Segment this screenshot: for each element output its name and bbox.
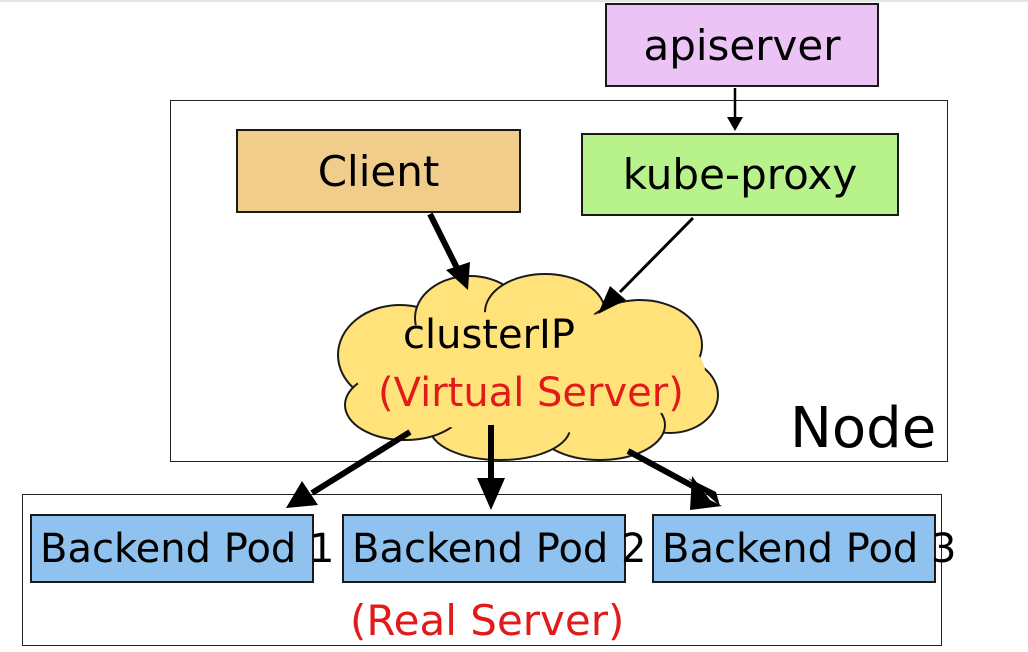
- client-label: Client: [317, 146, 440, 196]
- backend-pod-2-box: Backend Pod 2: [342, 514, 646, 583]
- edge-clusterip-pod1: [286, 429, 412, 508]
- apiserver-label: apiserver: [643, 20, 841, 70]
- backend-pod-3-label: Backend Pod 3: [662, 525, 957, 572]
- backend-pod-3-box: Backend Pod 3: [652, 514, 956, 583]
- edge-client-clusterip: [427, 212, 470, 290]
- clusterip-cloud: [337, 273, 719, 461]
- edge-kubeproxy-clusterip: [598, 216, 695, 314]
- backend-pod-2-label: Backend Pod 2: [352, 525, 647, 572]
- apiserver-box: apiserver: [605, 3, 879, 87]
- backend-pod-1-box: Backend Pod 1: [30, 514, 334, 583]
- virtual-server-label: (Virtual Server): [378, 370, 684, 416]
- kube-proxy-box: kube-proxy: [581, 133, 899, 216]
- edges: [286, 88, 743, 510]
- kube-proxy-label: kube-proxy: [622, 150, 858, 199]
- edge-apiserver-kubeproxy: [727, 88, 743, 131]
- top-divider: [0, 0, 1028, 2]
- real-server-label: (Real Server): [350, 596, 625, 645]
- real-server-frame: [22, 494, 942, 646]
- edge-clusterip-pod2: [477, 425, 505, 510]
- client-box: Client: [236, 129, 521, 213]
- backend-pod-1-label: Backend Pod 1: [40, 525, 335, 572]
- node-label: Node: [790, 396, 937, 461]
- clusterip-label: clusterIP: [403, 312, 575, 358]
- edge-clusterip-pod3: [626, 448, 722, 510]
- node-frame: [170, 100, 948, 462]
